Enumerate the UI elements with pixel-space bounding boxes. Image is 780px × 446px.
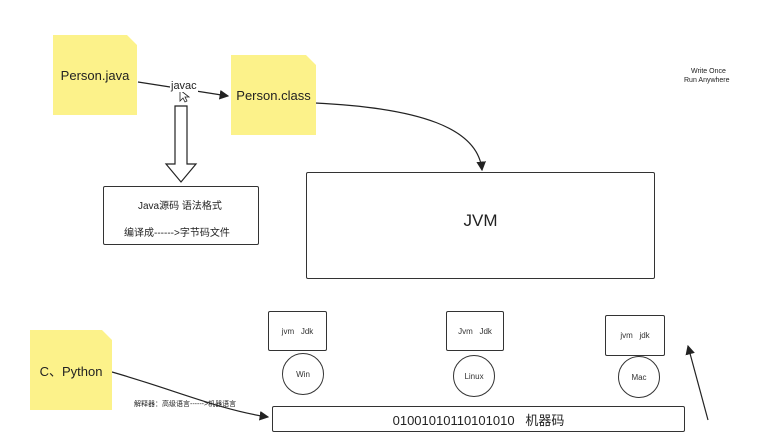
linux-label: Linux <box>464 371 484 381</box>
linux-jvm-jdk-box: Jvm Jdk <box>446 311 504 351</box>
win-jvm-jdk-label: jvm Jdk <box>281 326 314 336</box>
c-python-label: C、Python <box>39 363 103 379</box>
mac-circle: Mac <box>618 356 660 398</box>
compile-text: 编译成------>字节码文件 <box>124 228 230 239</box>
c-python-note: C、Python <box>30 330 112 410</box>
win-circle: Win <box>282 353 324 395</box>
person-class-note: Person.class <box>231 55 316 135</box>
win-label: Win <box>296 369 310 379</box>
linux-jvm-jdk-label: Jvm Jdk <box>458 326 492 336</box>
interpreter-label: 解释器：高级语言------>机器语言 <box>134 401 237 408</box>
person-class-label: Person.class <box>236 87 311 103</box>
mac-jvm-jdk-label: jvm jdk <box>620 331 650 340</box>
mac-label: Mac <box>631 372 647 382</box>
jvm-label: JVM <box>463 210 498 230</box>
cursor-icon <box>179 89 191 103</box>
jvm-box: JVM <box>306 172 655 279</box>
mac-jvm-jdk-box: jvm jdk <box>605 315 665 356</box>
interpreter-arrow <box>111 371 270 421</box>
slogan-line1: Write Once <box>691 68 726 75</box>
javac-label: javac <box>170 80 198 92</box>
hollow-down-arrow <box>164 105 198 183</box>
win-jvm-jdk-box: jvm Jdk <box>268 311 327 351</box>
upward-arrow <box>685 344 709 421</box>
person-java-note: Person.java <box>53 35 137 115</box>
linux-circle: Linux <box>453 355 495 397</box>
class-to-jvm-arrow <box>314 102 486 172</box>
source-syntax-text: Java源码 语法格式 <box>138 201 222 212</box>
source-description-box: Java源码 语法格式 编译成------>字节码文件 <box>103 186 259 245</box>
slogan-line2: Run Anywhere <box>684 77 730 84</box>
machine-code-box: 01001010110101010 机器码 <box>272 406 685 432</box>
machine-code-label: 01001010110101010 机器码 <box>392 412 565 428</box>
person-java-label: Person.java <box>60 67 130 83</box>
